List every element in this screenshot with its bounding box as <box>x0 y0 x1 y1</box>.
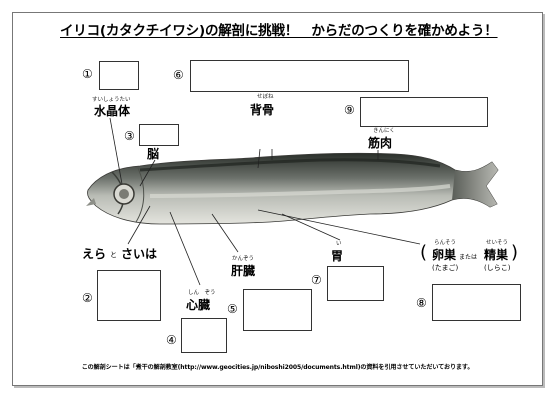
credit-note: この解剖シートは「煮干の解剖教室(http://www.geocities.jp… <box>81 364 474 371</box>
lens-label: 水晶体 <box>94 104 131 118</box>
answer-box-9[interactable] <box>360 97 488 127</box>
answer-box-3[interactable] <box>139 124 179 146</box>
number-5: ⑤ <box>227 302 238 316</box>
number-8: ⑧ <box>416 296 427 310</box>
ovary-label: 卵巣 <box>432 248 457 262</box>
backbone-ruby: せぼね <box>257 94 274 100</box>
heart-label: 心臓 <box>186 298 211 312</box>
gonad-or: または <box>459 254 478 261</box>
answer-box-6[interactable] <box>327 266 384 301</box>
lens-ruby: すいしょうたい <box>92 97 131 103</box>
liver-label: 肝臓 <box>231 264 256 278</box>
number-9: ⑨ <box>344 103 355 117</box>
ovary-note: (たまご) <box>432 264 459 272</box>
fish-eye <box>113 183 135 205</box>
stomach-label: 胃 <box>331 249 344 263</box>
answer-box-2[interactable] <box>97 270 161 321</box>
backbone-label: 背骨 <box>250 103 275 117</box>
muscle-ruby: きんにく <box>373 128 395 134</box>
liver-ruby: かんぞう <box>232 256 255 262</box>
answer-box-5[interactable] <box>243 289 312 331</box>
number-2: ② <box>82 291 93 305</box>
gonad-open-paren: ( <box>420 242 428 263</box>
muscle-label: 筋肉 <box>368 136 393 150</box>
gonad-close-paren: ) <box>511 242 519 263</box>
gills-conjunction: と <box>110 251 117 259</box>
brain-label: 脳 <box>147 147 160 161</box>
number-1: ① <box>82 67 93 81</box>
number-6: ⑦ <box>311 273 322 287</box>
stomach-ruby: い <box>336 241 342 247</box>
testis-note: (しらこ) <box>484 264 511 272</box>
worksheet-title: イリコ(カタクチイワシ)の解剖に挑戦！ からだのつくりを確かめよう！ <box>60 23 498 39</box>
answer-box-7[interactable] <box>190 60 409 92</box>
testis-label: 精巣 <box>484 248 509 262</box>
number-4: ④ <box>166 333 177 347</box>
leader-lines <box>109 117 421 286</box>
number-7: ⑥ <box>173 68 184 82</box>
answer-box-1[interactable] <box>99 61 139 90</box>
gills-label: えら <box>82 247 107 261</box>
ovary-ruby: らんそう <box>434 240 457 246</box>
answer-box-8[interactable] <box>432 284 521 321</box>
heart-ruby: しん ぞう <box>188 290 216 296</box>
number-3: ③ <box>124 129 135 143</box>
fish-body <box>86 152 499 225</box>
answer-box-4[interactable] <box>181 318 227 353</box>
testis-ruby: せいそう <box>486 240 509 246</box>
gill-rakers-label: さいは <box>121 247 158 261</box>
